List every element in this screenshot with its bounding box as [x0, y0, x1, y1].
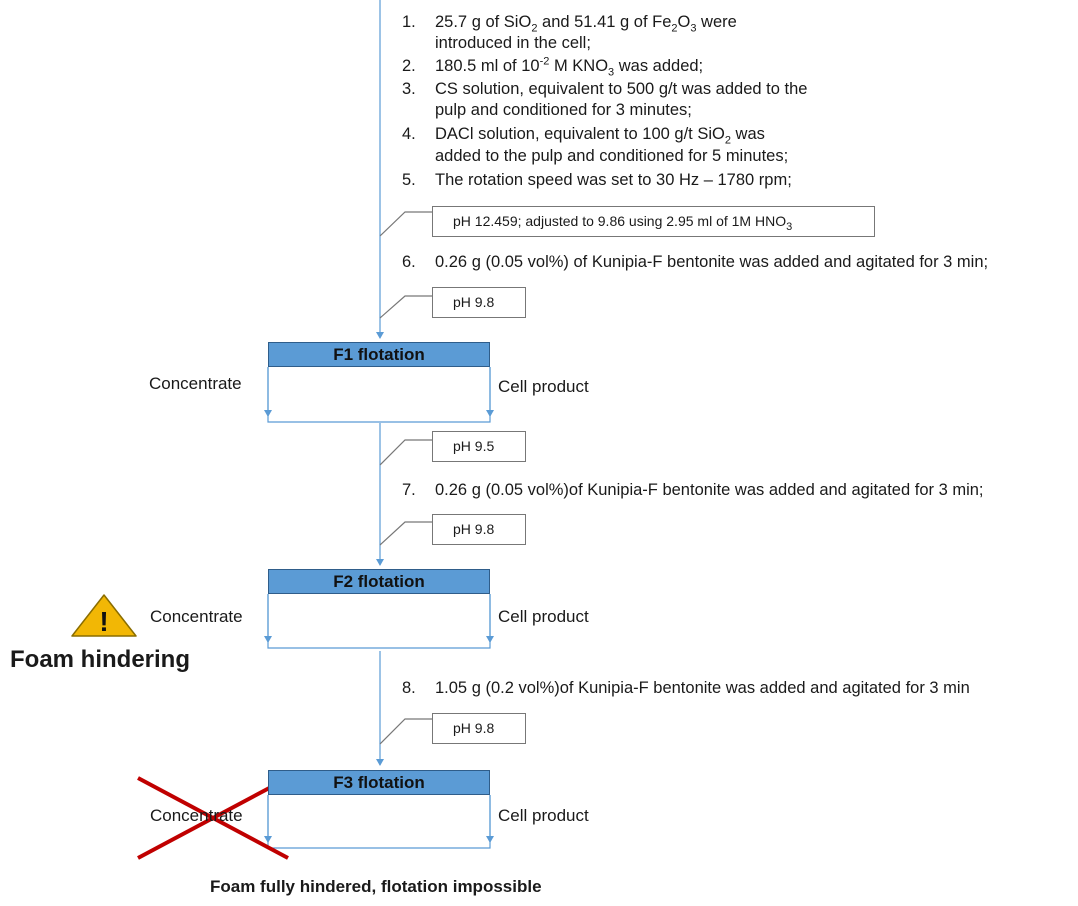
f1-frame: [267, 367, 491, 423]
cross-icon: [137, 776, 289, 860]
ph-leader-1: [379, 211, 432, 237]
f3-frame: [267, 795, 491, 849]
f2-frame: [267, 594, 491, 649]
svg-text:!: !: [99, 606, 108, 637]
ph-leader-4: [379, 521, 432, 546]
foam-hindering-warning: Foam hindering: [10, 646, 190, 673]
ph-box-5: pH 9.8: [432, 713, 526, 744]
f1-flotation-bar: F1 flotation: [268, 342, 490, 367]
f3-flotation-bar: F3 flotation: [268, 770, 490, 795]
f1-cell-product-label: Cell product: [498, 377, 589, 396]
ph-leader-3: [379, 439, 432, 466]
ph-box-2: pH 9.8: [432, 287, 526, 318]
f3-concentrate-label: Concentrate: [150, 806, 243, 825]
warning-triangle-icon: !: [71, 594, 137, 637]
ph-box-3: pH 9.5: [432, 431, 526, 462]
f3-cell-product-label: Cell product: [498, 806, 589, 825]
ph-leader-5: [379, 718, 432, 745]
f2-concentrate-label: Concentrate: [150, 607, 243, 626]
f2-flotation-bar: F2 flotation: [268, 569, 490, 594]
ph-box-1: pH 12.459; adjusted to 9.86 using 2.95 m…: [432, 206, 875, 237]
f2-cell-product-label: Cell product: [498, 607, 589, 626]
f1-concentrate-label: Concentrate: [149, 374, 242, 393]
ph-leader-2: [379, 295, 432, 319]
ph-box-4: pH 9.8: [432, 514, 526, 545]
final-note: Foam fully hindered, flotation impossibl…: [210, 877, 542, 896]
